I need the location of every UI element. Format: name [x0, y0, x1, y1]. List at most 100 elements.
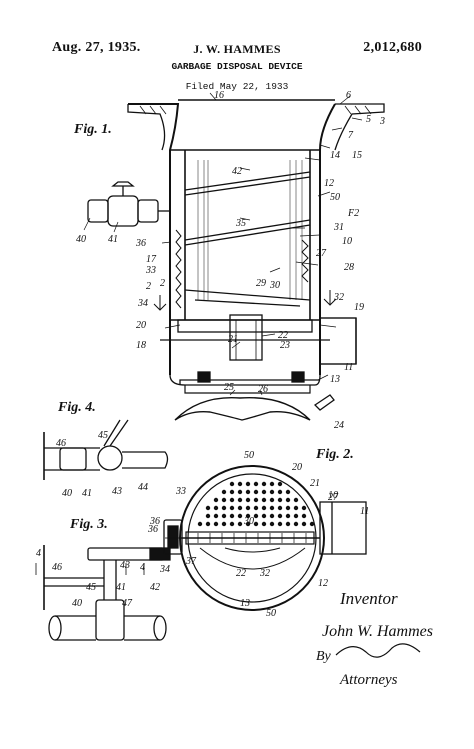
figure-4	[43, 419, 169, 480]
perforation-hole	[245, 513, 251, 519]
perforation-hole	[229, 505, 235, 511]
fig4-label: Fig. 4.	[57, 400, 96, 415]
perforation-hole	[205, 505, 211, 511]
perforation-hole	[277, 505, 283, 511]
ref-numeral: 50	[330, 192, 340, 203]
perforation-hole	[293, 505, 299, 511]
ref-numeral: 33	[175, 486, 186, 497]
ref-numeral: 30	[269, 280, 280, 291]
perforation-hole	[229, 489, 235, 495]
ref-numeral: 22	[278, 330, 288, 341]
perforation-hole	[285, 513, 291, 519]
perforation-hole	[309, 521, 315, 527]
perforation-hole	[253, 505, 259, 511]
ref-numeral: 40	[72, 598, 82, 609]
ref-numeral: 36	[149, 516, 160, 527]
ref-numeral: 3	[379, 116, 385, 127]
perforation-hole	[261, 489, 267, 495]
perforation-hole	[285, 521, 291, 527]
perforation-hole	[269, 505, 275, 511]
faucet-drawing	[87, 181, 170, 227]
ref-numeral: 44	[138, 482, 148, 493]
perforation-hole	[253, 489, 259, 495]
perforation-hole	[221, 489, 227, 495]
ref-numeral: 7	[348, 130, 354, 141]
inventor-heading: J. W. HAMMES	[193, 42, 281, 56]
ref-numeral: 45	[98, 430, 108, 441]
perforation-hole	[237, 481, 243, 487]
fig1-label: Fig. 1.	[73, 122, 112, 137]
perforation-hole	[277, 481, 283, 487]
perforation-hole	[253, 513, 259, 519]
ref-numeral: 15	[352, 150, 362, 161]
ref-numeral: 35	[235, 218, 246, 229]
ref-numeral: 10	[342, 236, 352, 247]
perforation-hole	[237, 513, 243, 519]
filed-date: Filed May 22, 1933	[185, 81, 289, 92]
perforation-hole	[285, 489, 291, 495]
perforation-hole	[253, 481, 259, 487]
figure-2	[163, 465, 367, 611]
ref-numeral: 33	[145, 265, 156, 276]
perforation-hole	[269, 489, 275, 495]
ref-numeral: 21	[310, 478, 320, 489]
ref-numeral: 50	[244, 450, 254, 461]
figure-3	[35, 545, 171, 641]
ref-numeral: 41	[82, 488, 92, 499]
attorney-label: Attorneys	[339, 672, 398, 688]
perforation-hole	[229, 513, 235, 519]
perforation-hole	[293, 513, 299, 519]
ref-numeral: 11	[360, 506, 369, 517]
attorney-signature-scrawl	[335, 643, 421, 658]
ref-numeral: 14	[330, 150, 340, 161]
ref-numeral: 36	[147, 524, 158, 535]
perforation-hole	[277, 497, 283, 503]
ref-numeral: 11	[344, 362, 353, 373]
perforation-hole	[301, 513, 307, 519]
ref-numeral: 29	[256, 278, 266, 289]
ref-numeral: 30	[243, 516, 254, 527]
ref-numeral: 27	[316, 248, 327, 259]
by-label: By	[316, 649, 332, 664]
ref-numeral: 21	[228, 334, 238, 345]
ref-numeral: 28	[344, 262, 354, 273]
ref-numeral: 32	[333, 292, 344, 303]
ref-numeral: 4	[36, 548, 41, 559]
ref-numeral: 26	[258, 384, 268, 395]
perforation-hole	[285, 505, 291, 511]
inventor-name: John W. Hammes	[322, 623, 433, 640]
perforation-hole	[277, 489, 283, 495]
ref-numeral: 37	[185, 556, 197, 567]
perforation-hole	[237, 521, 243, 527]
perforation-hole	[213, 497, 219, 503]
perforation-hole	[245, 505, 251, 511]
fig2-label: Fig. 2.	[315, 447, 354, 462]
perforation-hole	[253, 521, 259, 527]
ref-numeral: 6	[346, 90, 351, 101]
ref-numeral: 20	[136, 320, 146, 331]
valve-figure-leaders	[83, 217, 119, 233]
perforation-hole	[301, 521, 307, 527]
ref-numeral: F2	[347, 208, 359, 219]
ref-numeral: 17	[146, 254, 157, 265]
perforation-hole	[237, 497, 243, 503]
perforation-hole	[213, 505, 219, 511]
perforation-hole	[221, 497, 227, 503]
perforation-hole	[285, 497, 291, 503]
perforation-hole	[261, 513, 267, 519]
ref-numeral: 16	[214, 90, 224, 101]
ref-numeral: 2	[160, 278, 165, 289]
perforation-hole	[229, 481, 235, 487]
ref-numeral: 36	[135, 238, 146, 249]
perforation-hole	[245, 489, 251, 495]
ref-numeral: 34	[159, 564, 170, 575]
ref-numeral: 40	[62, 488, 72, 499]
ref-numeral: 25	[224, 382, 234, 393]
ref-numeral: 23	[280, 340, 290, 351]
ref-numeral: 18	[136, 340, 146, 351]
perforation-hole	[301, 505, 307, 511]
ref-numeral: 46	[52, 562, 62, 573]
perforation-hole	[237, 505, 243, 511]
